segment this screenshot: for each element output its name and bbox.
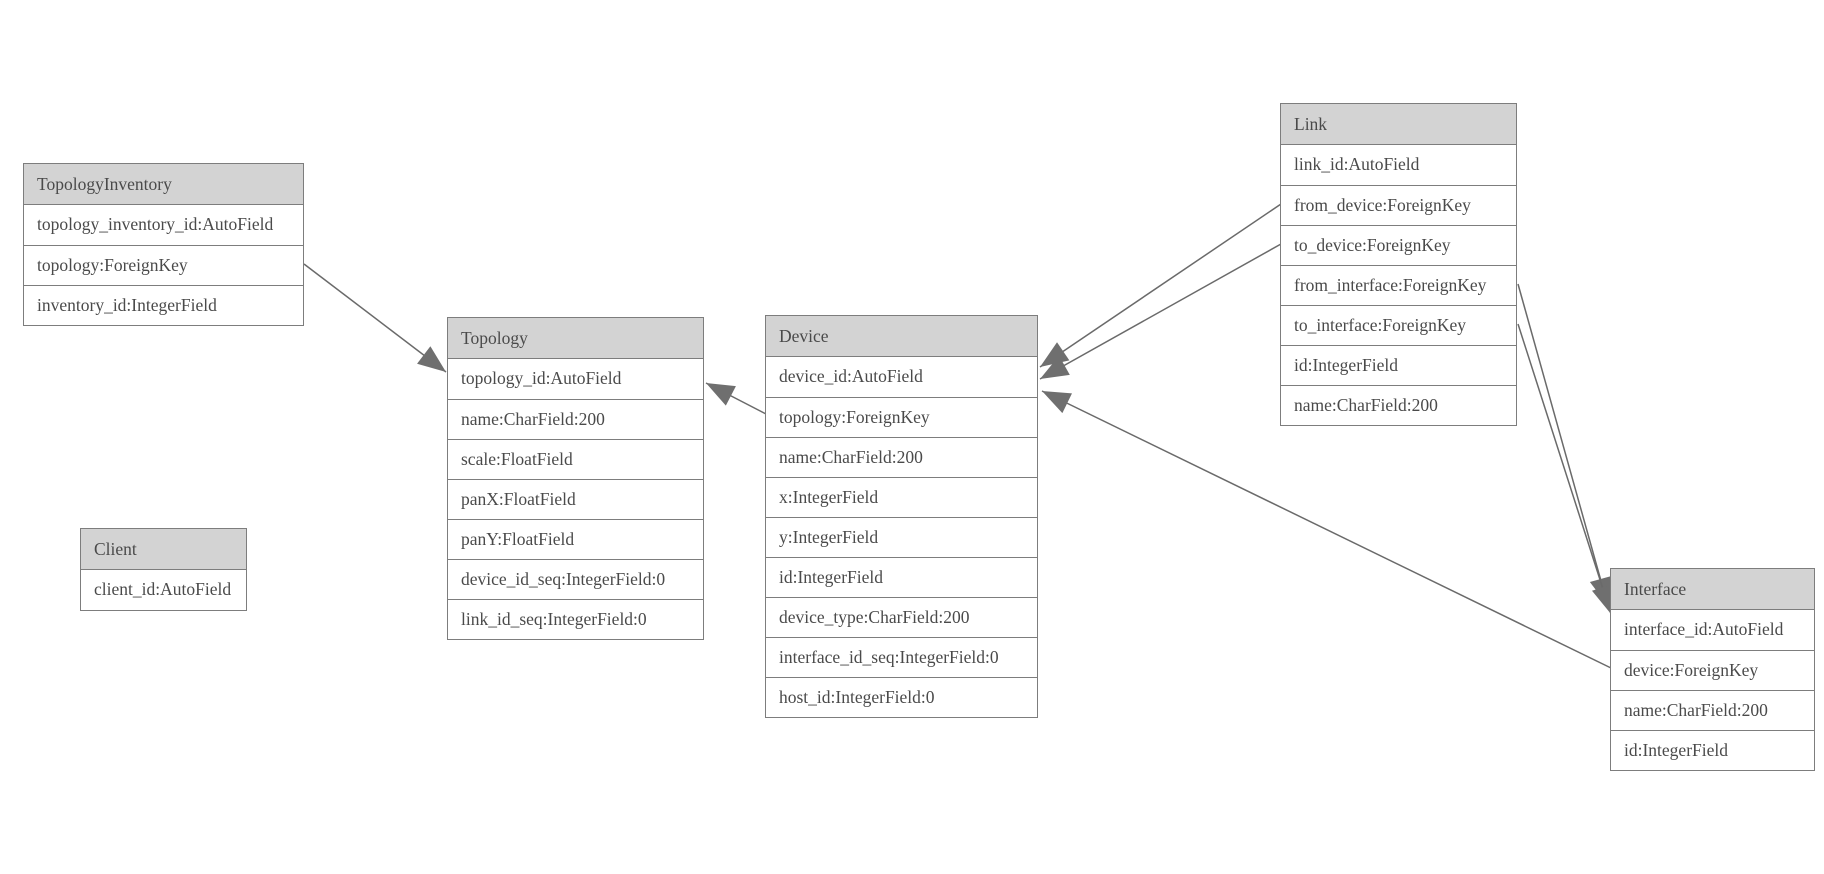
edge-device-topology-line xyxy=(705,382,767,415)
field-row: host_id:IntegerField:0 xyxy=(766,677,1037,717)
field-row: panX:FloatField xyxy=(448,479,703,519)
field-row: to_interface:ForeignKey xyxy=(1281,305,1516,345)
table-fields: client_id:AutoField xyxy=(81,570,246,610)
edge-device-topology-arrowhead xyxy=(706,383,736,406)
field-row: name:CharField:200 xyxy=(1281,385,1516,425)
model-table-topologyinventory: TopologyInventory topology_inventory_id:… xyxy=(23,163,304,326)
field-row: from_device:ForeignKey xyxy=(1281,185,1516,225)
edge-interface-device-device-line xyxy=(1041,390,1612,669)
field-row: topology_id:AutoField xyxy=(448,359,703,399)
table-title: Client xyxy=(81,529,246,570)
field-row: link_id:AutoField xyxy=(1281,145,1516,185)
field-row: device:ForeignKey xyxy=(1611,650,1814,690)
edge-link-to-interface-interface-line xyxy=(1517,323,1612,615)
field-row: y:IntegerField xyxy=(766,517,1037,557)
edge-link-to-device-device-line xyxy=(1039,243,1282,380)
edge-topologyinventory-topology-line xyxy=(303,263,447,373)
edge-link-from-device-device-arrowhead xyxy=(1040,342,1070,367)
table-title: Topology xyxy=(448,318,703,359)
model-table-client: Client client_id:AutoField xyxy=(80,528,247,611)
field-row: to_device:ForeignKey xyxy=(1281,225,1516,265)
field-row: topology:ForeignKey xyxy=(24,245,303,285)
field-row: device_id:AutoField xyxy=(766,357,1037,397)
field-row: topology:ForeignKey xyxy=(766,397,1037,437)
edge-link-to-device-device-arrowhead xyxy=(1040,355,1070,379)
field-row: interface_id:AutoField xyxy=(1611,610,1814,650)
field-row: id:IntegerField xyxy=(1281,345,1516,385)
field-row: panY:FloatField xyxy=(448,519,703,559)
field-row: link_id_seq:IntegerField:0 xyxy=(448,599,703,639)
field-row: client_id:AutoField xyxy=(81,570,246,610)
field-row: device_type:CharField:200 xyxy=(766,597,1037,637)
edge-link-from-interface-interface-line xyxy=(1517,283,1609,607)
field-row: id:IntegerField xyxy=(766,557,1037,597)
field-row: topology_inventory_id:AutoField xyxy=(24,205,303,245)
field-row: device_id_seq:IntegerField:0 xyxy=(448,559,703,599)
field-row: inventory_id:IntegerField xyxy=(24,285,303,325)
table-title: TopologyInventory xyxy=(24,164,303,205)
field-row: x:IntegerField xyxy=(766,477,1037,517)
field-row: name:CharField:200 xyxy=(448,399,703,439)
edge-link-from-device-device-line xyxy=(1039,203,1282,368)
table-title: Link xyxy=(1281,104,1516,145)
table-title: Interface xyxy=(1611,569,1814,610)
edge-topologyinventory-topology-arrowhead xyxy=(417,346,446,372)
field-row: id:IntegerField xyxy=(1611,730,1814,770)
field-row: scale:FloatField xyxy=(448,439,703,479)
field-row: interface_id_seq:IntegerField:0 xyxy=(766,637,1037,677)
table-title: Device xyxy=(766,316,1037,357)
edge-interface-device-device-arrowhead xyxy=(1042,391,1072,414)
field-row: from_interface:ForeignKey xyxy=(1281,265,1516,305)
field-row: name:CharField:200 xyxy=(1611,690,1814,730)
field-row: name:CharField:200 xyxy=(766,437,1037,477)
edge-link-from-interface-interface-arrowhead xyxy=(1589,576,1612,606)
